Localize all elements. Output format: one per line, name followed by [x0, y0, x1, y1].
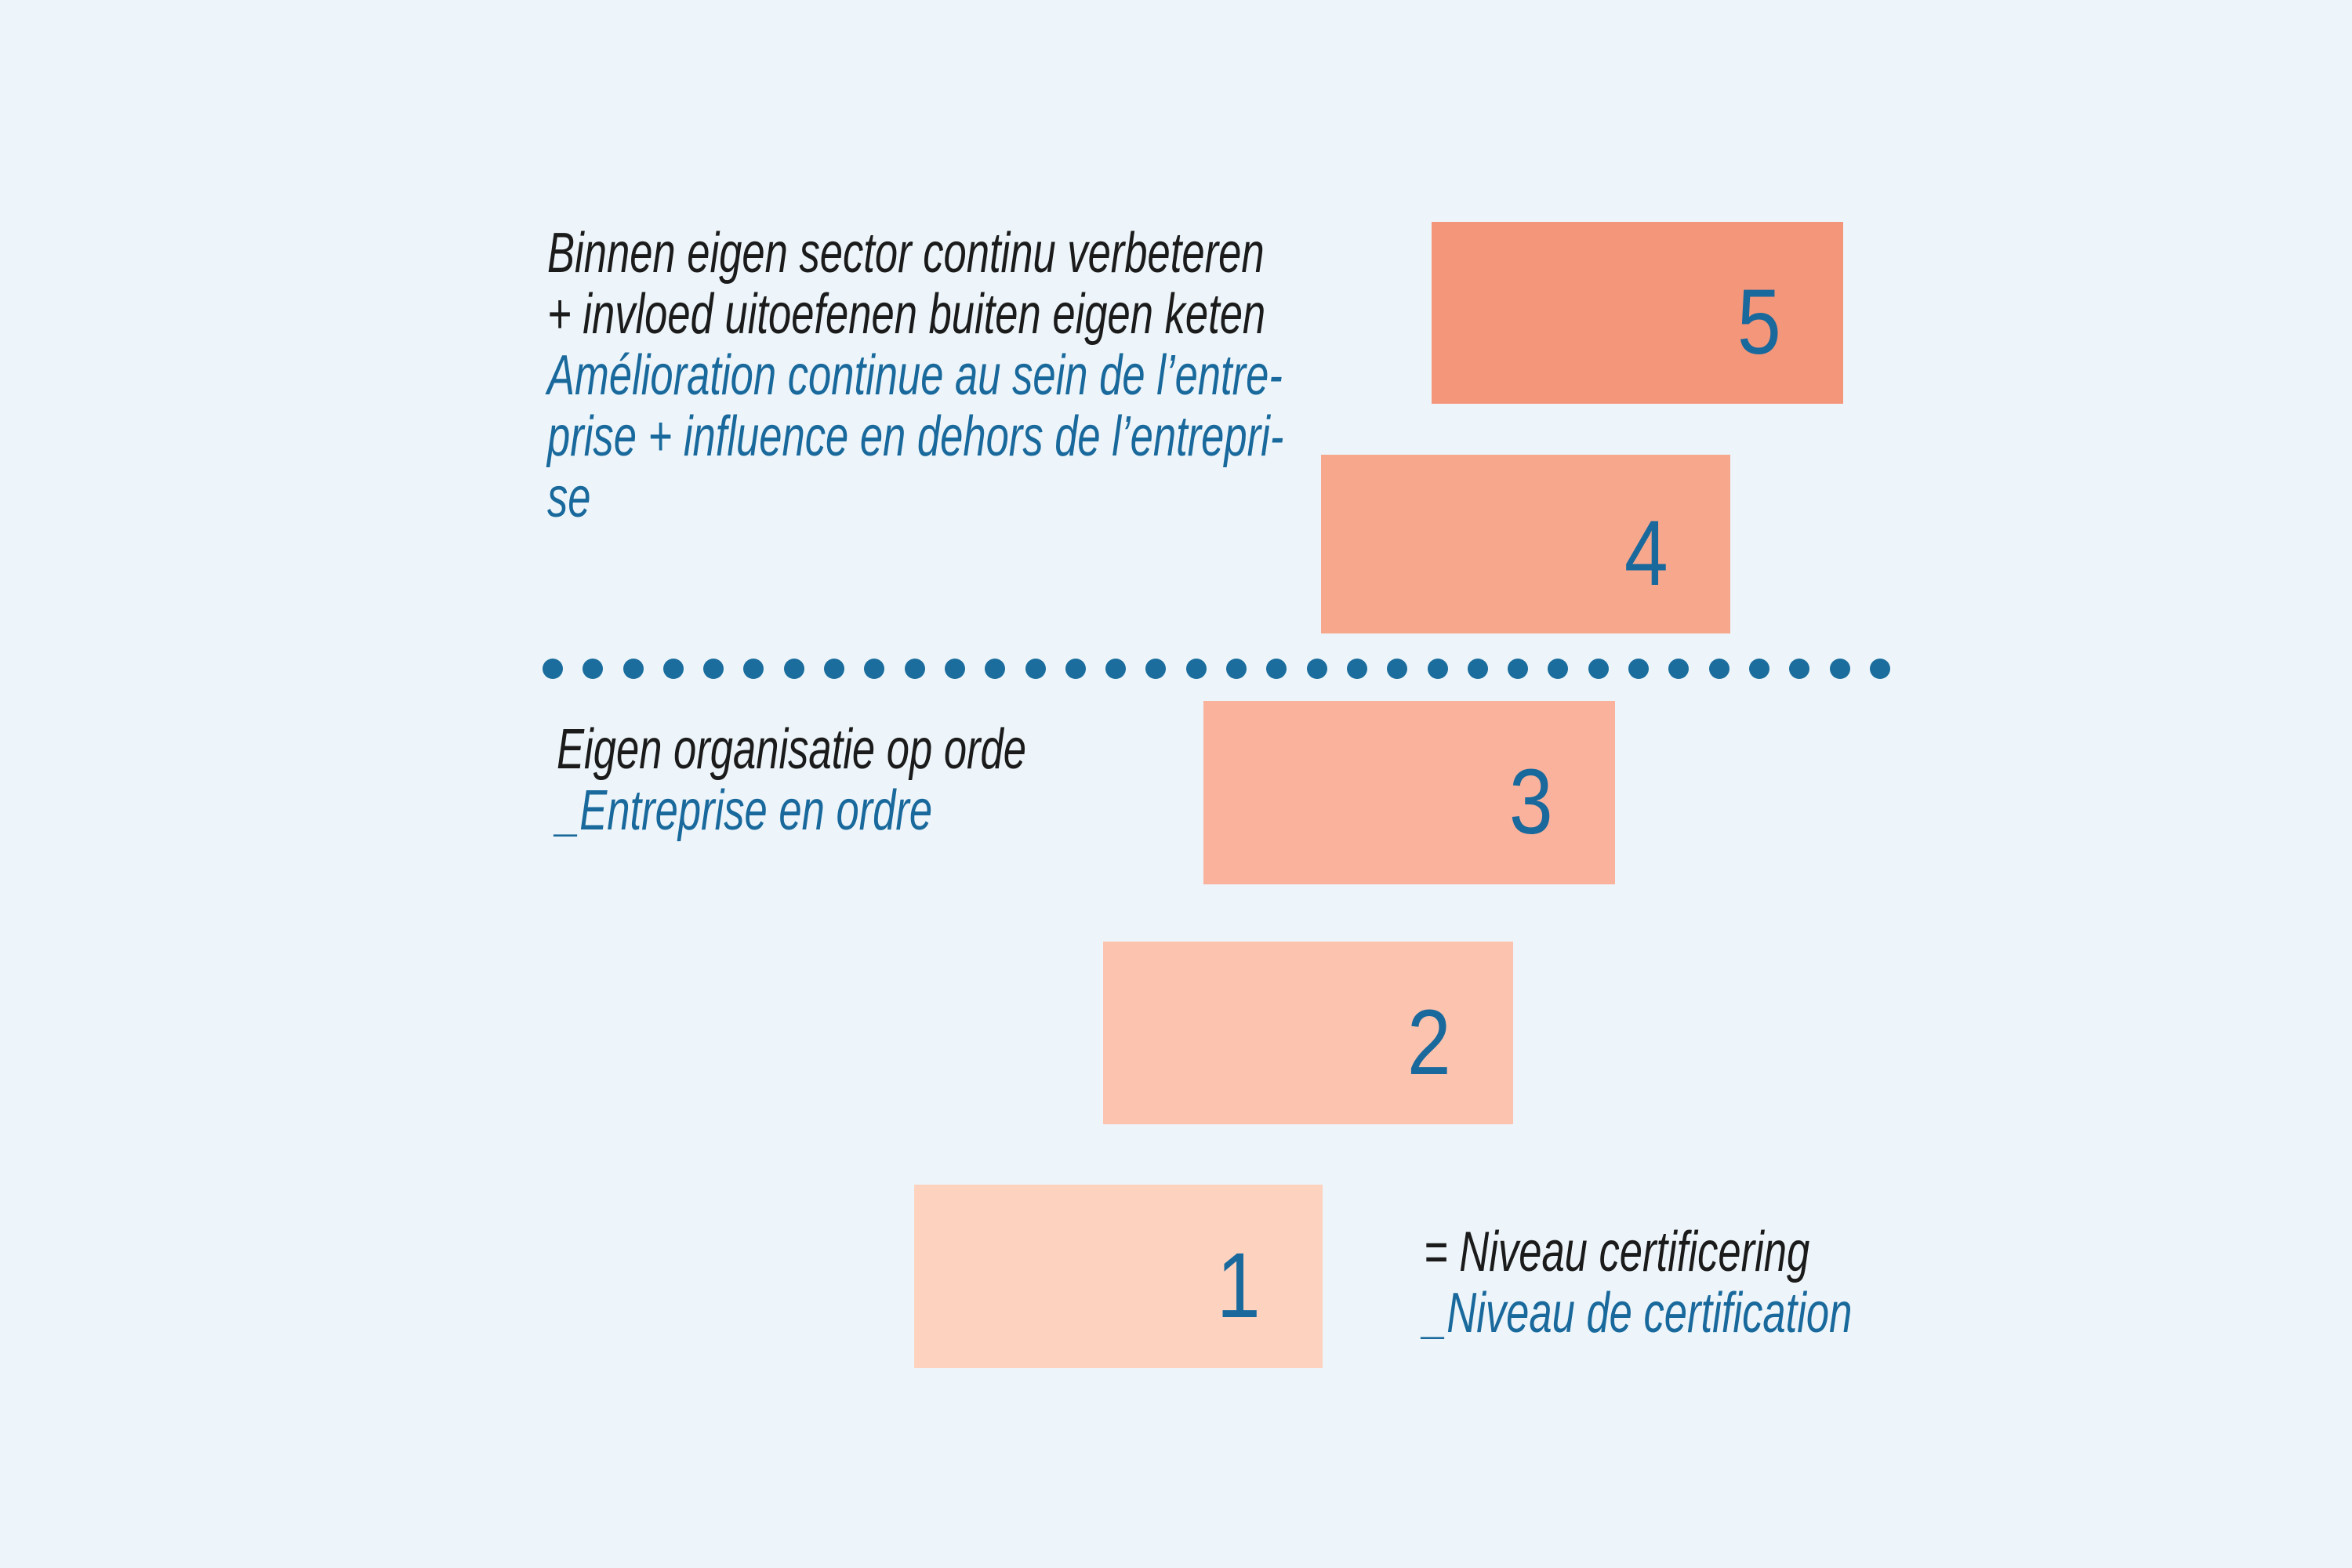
- upper-description-line-nl-2: + invloed uitoefenen buiten eigen keten: [547, 283, 1266, 346]
- divider-dot: [743, 659, 764, 679]
- divider-dot: [583, 659, 604, 679]
- divider-dot: [1145, 659, 1167, 679]
- divider-dot: [824, 659, 845, 679]
- divider-dot: [1306, 659, 1327, 679]
- divider-dot: [1025, 659, 1046, 679]
- divider-dot: [1427, 659, 1448, 679]
- divider-dot: [1346, 659, 1367, 679]
- level-box-5: 5: [1432, 222, 1843, 404]
- upper-description-line-fr-2: prise + influence en dehors de l’entrepr…: [547, 405, 1284, 468]
- dotted-divider: [543, 659, 1890, 679]
- divider-dot: [662, 659, 684, 679]
- divider-dot: [1548, 659, 1569, 679]
- divider-dot: [985, 659, 1006, 679]
- divider-dot: [864, 659, 885, 679]
- level-box-4: 4: [1321, 455, 1730, 633]
- divider-dot: [1628, 659, 1650, 679]
- divider-dot: [703, 659, 724, 679]
- divider-dot: [1508, 659, 1529, 679]
- divider-dot: [904, 659, 925, 679]
- divider-dot: [1748, 659, 1769, 679]
- divider-dot: [944, 659, 965, 679]
- divider-dot: [783, 659, 804, 679]
- divider-dot: [1668, 659, 1690, 679]
- divider-dot: [1829, 659, 1850, 679]
- level-box-3: 3: [1203, 701, 1615, 884]
- divider-dot: [1105, 659, 1127, 679]
- lower-description-line-nl: Eigen organisatie op orde: [557, 718, 1027, 781]
- lower-description-line-fr: _Entreprise en ordre: [557, 779, 933, 842]
- divider-dot: [1467, 659, 1488, 679]
- divider-dot: [543, 659, 563, 679]
- divider-dot: [1387, 659, 1408, 679]
- divider-dot: [1789, 659, 1810, 679]
- level-number-2: 2: [1407, 990, 1452, 1094]
- divider-dot: [622, 659, 644, 679]
- divider-dot: [1708, 659, 1730, 679]
- divider-dot: [1588, 659, 1609, 679]
- legend-line-fr: _Niveau de certification: [1424, 1282, 1853, 1345]
- legend: = Niveau certificering _Niveau de certif…: [1424, 1221, 1852, 1344]
- upper-description-line-fr-1: Amélioration continue au sein de l’entre…: [547, 344, 1283, 407]
- upper-description-line-fr-3: se: [547, 466, 591, 529]
- legend-line-nl: = Niveau certificering: [1424, 1221, 1810, 1283]
- upper-description-line-nl-1: Binnen eigen sector continu verbeteren: [547, 222, 1265, 285]
- level-number-3: 3: [1509, 750, 1554, 854]
- lower-description: Eigen organisatie op orde _Entreprise en…: [557, 719, 1026, 841]
- level-box-1: 1: [914, 1185, 1323, 1368]
- level-number-1: 1: [1217, 1234, 1261, 1338]
- divider-dot: [1065, 659, 1086, 679]
- divider-dot: [1266, 659, 1287, 679]
- divider-dot: [1869, 659, 1890, 679]
- level-box-2: 2: [1103, 942, 1513, 1124]
- divider-dot: [1226, 659, 1247, 679]
- divider-dot: [1185, 659, 1207, 679]
- level-number-4: 4: [1624, 502, 1669, 605]
- level-number-5: 5: [1737, 270, 1782, 374]
- upper-description: Binnen eigen sector continu verbeteren +…: [547, 223, 1283, 528]
